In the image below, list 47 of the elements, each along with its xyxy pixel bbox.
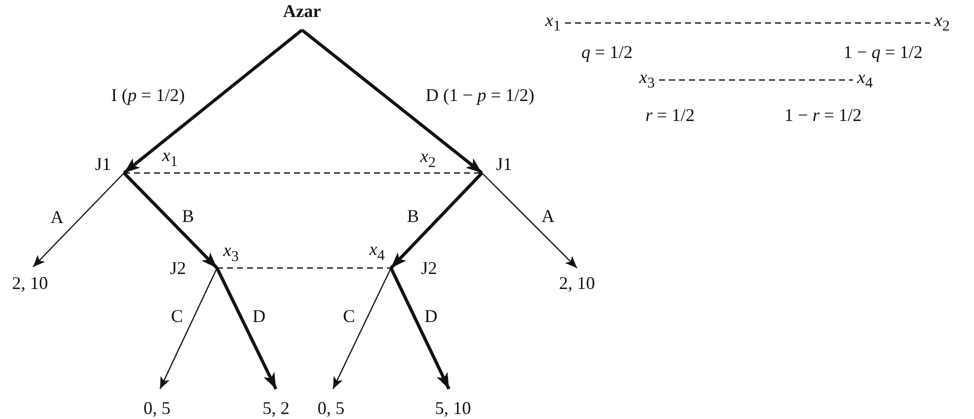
node-variable-label: x$_{3}$: [223, 241, 239, 265]
arrow: [301, 28, 483, 174]
edge-label: A: [50, 208, 64, 226]
edge-label: C: [171, 307, 183, 325]
arrow: [332, 268, 392, 390]
decision-node-label: J1: [482, 155, 512, 173]
edge-label: D: [252, 307, 266, 325]
edge-label: D (1 − p = 1/2): [426, 86, 534, 104]
payoff-label: 5, 2: [257, 389, 295, 417]
decision-node-label: J1: [95, 155, 124, 173]
arrow: [159, 268, 218, 390]
arrow: [482, 172, 578, 268]
arrow: [123, 28, 303, 174]
probability-label: 1 − r = 1/2: [784, 106, 862, 124]
decision-node-label: J2: [391, 259, 437, 277]
arrow: [122, 172, 218, 270]
node-label: x$_{1}$: [541, 12, 565, 34]
dashed-line: [124, 172, 482, 174]
arrow: [390, 267, 450, 390]
dashed-line: [659, 79, 853, 81]
decision-node-label: J2: [170, 259, 217, 277]
arrow: [216, 267, 278, 390]
edge-label: D: [424, 307, 438, 325]
dashed-line: [217, 267, 391, 269]
dashed-line: [565, 22, 930, 24]
payoff-label: 2, 10: [8, 267, 52, 292]
edge-label: B: [407, 207, 419, 225]
payoff-label: 2, 10: [555, 268, 599, 292]
node-label: x$_{3}$: [635, 69, 659, 91]
edge-label: C: [343, 307, 355, 325]
node-variable-label: x$_{1}$: [162, 146, 178, 170]
player-label: Azar: [272, 2, 332, 30]
edge-label: I (p = 1/2): [111, 86, 185, 104]
probability-label: q = 1/2: [581, 43, 633, 61]
arrow: [32, 172, 124, 268]
edge-label: B: [182, 207, 194, 225]
payoff-label: 5, 10: [430, 389, 476, 417]
arrow: [390, 172, 484, 270]
edge-label: A: [542, 207, 554, 225]
probability-label: 1 − q = 1/2: [843, 43, 923, 61]
node-variable-label: x$_{2}$: [420, 147, 436, 171]
node-variable-label: x$_{4}$: [369, 240, 385, 264]
node-label: x$_{2}$: [930, 12, 954, 34]
payoff-label: 0, 5: [312, 389, 350, 417]
probability-label: r = 1/2: [645, 106, 695, 124]
node-label: x$_{4}$: [853, 69, 877, 91]
payoff-label: 0, 5: [138, 389, 176, 417]
